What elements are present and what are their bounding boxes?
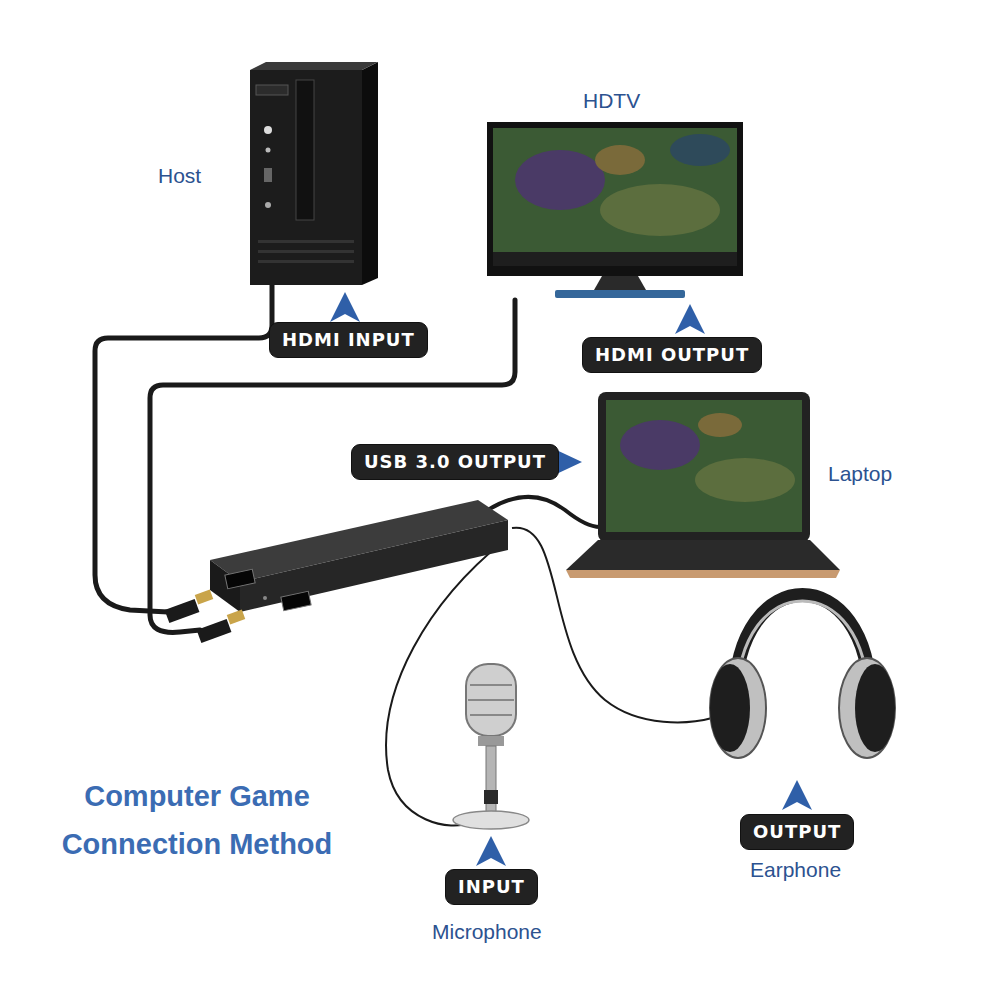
laptop — [566, 392, 840, 578]
headphones — [710, 595, 895, 758]
label-pill: USB 3.0 OUTPUT — [351, 444, 559, 480]
host-tower — [266, 148, 271, 153]
hdtv-monitor — [555, 290, 685, 298]
capture-card — [281, 591, 311, 611]
capture-card — [210, 500, 508, 612]
laptop — [695, 458, 795, 502]
pill-text: USB 3.0 OUTPUT — [364, 451, 546, 473]
hdmi-plug — [165, 599, 200, 623]
pill-text: HDMI INPUT — [282, 329, 415, 351]
host-tower — [250, 70, 362, 285]
host-tower — [264, 168, 272, 182]
device-label: HDTV — [583, 89, 640, 113]
host-tower — [296, 80, 314, 220]
device-label: Earphone — [750, 858, 841, 882]
hdtv-monitor — [493, 252, 737, 266]
hdtv-monitor — [487, 122, 743, 276]
hdtv-monitor — [493, 128, 737, 266]
host-tower — [264, 126, 272, 134]
microphone — [484, 790, 498, 804]
diagram-title: Computer Game Connection Method — [37, 772, 357, 868]
device-label: Host — [158, 164, 201, 188]
laptop — [606, 400, 802, 532]
hdtv-monitor — [515, 150, 605, 210]
microphone — [468, 699, 514, 701]
headphones — [855, 664, 895, 752]
hdtv-monitor — [594, 276, 646, 290]
label-pill: OUTPUT — [740, 814, 854, 850]
headphones — [839, 658, 895, 758]
device-label: Microphone — [432, 920, 542, 944]
laptop — [620, 420, 700, 470]
capture-card — [240, 520, 508, 612]
microphone — [453, 664, 529, 829]
headphones — [710, 658, 766, 758]
label-pill: HDMI OUTPUT — [582, 337, 762, 373]
capture-card — [225, 569, 255, 589]
microphone — [486, 746, 496, 816]
pill-text: OUTPUT — [753, 821, 841, 843]
pointer-arrow — [476, 836, 506, 866]
microphone — [466, 664, 516, 736]
host-tower — [250, 62, 378, 285]
capture-card — [263, 596, 267, 600]
laptop — [698, 413, 742, 437]
hdmi-plug — [227, 610, 245, 625]
host-tower — [362, 62, 378, 285]
host-tower — [250, 62, 378, 70]
laptop — [566, 570, 840, 578]
pill-text: INPUT — [458, 876, 525, 898]
pointer-arrow — [330, 292, 360, 322]
host-tower — [258, 250, 354, 253]
hdmi-plug — [197, 619, 232, 643]
hdtv-monitor — [670, 134, 730, 166]
hdmi-plug — [195, 590, 213, 605]
hdtv-monitor — [600, 184, 720, 236]
label-pill: HDMI INPUT — [269, 322, 428, 358]
device-label: Laptop — [828, 462, 892, 486]
hdtv-monitor — [487, 122, 743, 298]
laptop — [566, 540, 840, 570]
microphone — [470, 684, 512, 686]
pointer-arrow — [782, 780, 812, 810]
hdmi-plug — [165, 590, 246, 643]
pointer-arrow — [675, 304, 705, 334]
microphone — [453, 811, 529, 829]
host-tower — [265, 202, 271, 208]
hdtv-monitor — [595, 145, 645, 175]
host-tower — [256, 85, 288, 95]
pointer-arrow — [330, 292, 812, 866]
label-pill: INPUT — [445, 869, 538, 905]
microphone — [470, 714, 512, 716]
headphones — [710, 664, 750, 752]
host-tower — [258, 260, 354, 263]
host-tower — [258, 240, 354, 243]
pill-text: HDMI OUTPUT — [595, 344, 749, 366]
laptop — [598, 392, 810, 542]
microphone — [478, 736, 504, 746]
